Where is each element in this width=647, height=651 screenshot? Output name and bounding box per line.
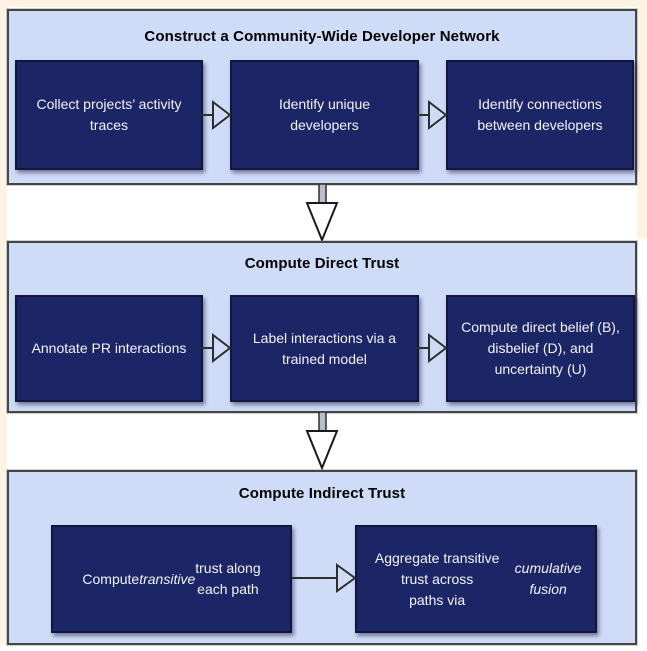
node-compute-belief-disbelief-uncertainty: Compute direct belief (B), disbelief (D)… — [446, 295, 635, 402]
stage-title-indirect-trust: Compute Indirect Trust — [238, 485, 406, 502]
node-annotate-pr-interactions: Annotate PR interactions — [15, 295, 203, 402]
arrow-right-icon — [416, 332, 448, 364]
page-edge-left — [0, 0, 7, 645]
node-compute-transitive-trust: Compute transitive trust along each path — [51, 525, 292, 633]
node-aggregate-transitive-trust: Aggregate transitive trust across paths … — [355, 525, 597, 633]
arrow-down-icon — [305, 412, 339, 470]
stage-panel-construct-network: Construct a Community-Wide Developer Net… — [7, 9, 637, 185]
node-identify-connections: Identify connections between developers — [446, 60, 634, 170]
arrow-right-icon — [416, 99, 448, 131]
arrow-down-icon — [305, 184, 339, 242]
arrow-right-icon — [200, 332, 232, 364]
arrow-right-icon — [200, 99, 232, 131]
stage-panel-indirect-trust: Compute Indirect Trust Compute transitiv… — [7, 470, 637, 645]
page-edge-top — [0, 0, 647, 7]
stage-title-direct-trust: Compute Direct Trust — [244, 255, 400, 272]
node-identify-unique-developers: Identify unique developers — [230, 60, 419, 170]
stage-panel-direct-trust: Compute Direct Trust Annotate PR interac… — [7, 241, 637, 413]
node-collect-activity-traces: Collect projects’ activity traces — [15, 60, 203, 170]
arrow-right-icon — [292, 563, 357, 593]
stage-title-construct-network: Construct a Community-Wide Developer Net… — [144, 28, 500, 45]
node-label-interactions: Label interactions via a trained model — [230, 295, 419, 402]
page-edge-right — [637, 0, 647, 238]
